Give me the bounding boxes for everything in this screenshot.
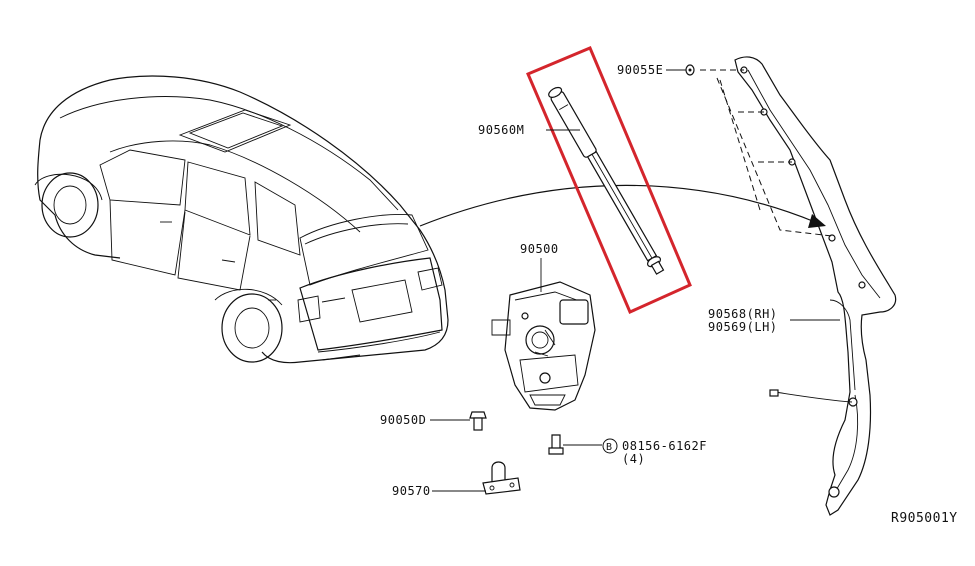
callout-leaders [430, 69, 840, 492]
label-90569: 90569(LH) [708, 320, 778, 334]
label-90050D: 90050D [380, 413, 426, 427]
clip-90055E [685, 64, 695, 76]
strut-highlight-box [526, 46, 692, 314]
bolt-08156 [548, 434, 564, 455]
trim-panel [700, 56, 897, 516]
bolt-symbol: B [602, 438, 618, 454]
latch-assembly [491, 281, 596, 411]
bumper-90050D [469, 411, 487, 431]
label-08156-qty: (4) [622, 452, 645, 466]
reference-code: R905001Y [891, 511, 958, 526]
vehicle-illustration [34, 75, 449, 364]
label-90570: 90570 [392, 484, 431, 498]
striker-90570 [482, 461, 521, 495]
leader-arrow [419, 184, 816, 227]
label-90560M: 90560M [478, 123, 524, 137]
label-90500: 90500 [520, 242, 559, 256]
gas-strut [548, 86, 665, 275]
bolt-symbol-letter: B [606, 442, 613, 453]
label-08156: 08156-6162F [622, 439, 707, 453]
label-90568: 90568(RH) [708, 307, 778, 321]
label-90055E: 90055E [617, 63, 663, 77]
